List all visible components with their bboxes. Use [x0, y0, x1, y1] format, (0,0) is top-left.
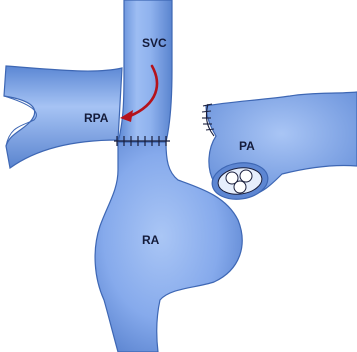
superior-vena-cava [118, 0, 172, 142]
ra-label: RA [142, 233, 160, 247]
pa-label: PA [239, 139, 255, 153]
svc-label: SVC [142, 36, 167, 50]
rpa-label: RPA [84, 111, 109, 125]
pulmonary-artery [202, 92, 357, 203]
